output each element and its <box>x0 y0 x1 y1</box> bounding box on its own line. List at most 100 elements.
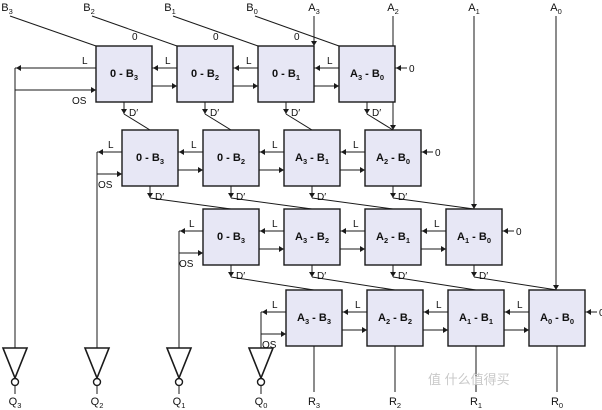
diff-label: D′ <box>479 271 488 282</box>
subtractor-cell <box>364 208 422 266</box>
inverter-bubble-icon <box>10 377 20 387</box>
cell-label: A0 - B0 <box>540 312 574 326</box>
remainder-label: R1 <box>470 396 482 410</box>
cell-label: 0 - B3 <box>136 152 164 166</box>
diff-arrow <box>228 272 234 277</box>
os-label: OS <box>72 96 87 107</box>
borrow-arrow <box>424 309 429 315</box>
zero-label: 0 <box>294 32 300 43</box>
diff-label: D′ <box>291 108 300 119</box>
select-arrow <box>334 83 339 89</box>
borrow-arrow <box>343 309 348 315</box>
watermark-text: 值 什么值得买 <box>428 372 510 387</box>
borrow-out-arrow <box>262 309 267 315</box>
a-input-arrow <box>471 204 477 209</box>
cell-label: 0 - B2 <box>217 152 245 166</box>
borrow-arrow <box>153 65 158 71</box>
cell-label: 0 - B3 <box>110 68 138 82</box>
buffer-layer <box>1 347 275 387</box>
select-arrow <box>362 327 367 333</box>
borrow-arrow <box>315 65 320 71</box>
borrow-label: L <box>108 140 114 151</box>
borrow-label: L <box>191 140 197 151</box>
inverter-buffer-icon <box>165 347 193 381</box>
top-input-label: A0 <box>550 2 562 16</box>
inverter-buffer-icon <box>247 347 275 381</box>
os-arrow <box>281 331 286 337</box>
top-input-label: B2 <box>83 2 95 16</box>
diff-label: D′ <box>398 192 407 203</box>
subtractor-cell <box>447 289 505 347</box>
subtractor-cell <box>528 289 586 347</box>
borrow-arrow <box>341 228 346 234</box>
os-arrow <box>198 250 203 256</box>
diff-label: D′ <box>317 271 326 282</box>
borrow-label: L <box>246 56 252 67</box>
borrow-label: L <box>434 219 440 230</box>
borrow-arrow <box>341 149 346 155</box>
diff-arrow <box>228 193 234 198</box>
diff-arrow <box>390 193 396 198</box>
diff-label: D′ <box>236 271 245 282</box>
zero-arrow <box>422 149 427 155</box>
diff-wire-diag <box>230 276 315 291</box>
subtractor-cell <box>445 208 503 266</box>
subtractor-cell <box>95 45 153 103</box>
borrow-arrow <box>505 309 510 315</box>
cell-label: 0 - B2 <box>191 68 219 82</box>
cell-label: A1 - B0 <box>457 231 491 245</box>
diff-label: D′ <box>398 271 407 282</box>
cell-label: A3 - B3 <box>297 312 331 326</box>
cell-label: A3 - B0 <box>350 68 384 82</box>
borrow-label: L <box>272 300 278 311</box>
zero-label: 0 <box>435 148 441 159</box>
diff-label: D′ <box>210 108 219 119</box>
zero-label: 0 <box>409 64 415 75</box>
borrow-label: L <box>82 56 88 67</box>
subtractor-cell <box>283 208 341 266</box>
diff-wire-diag <box>311 197 394 210</box>
inverter-bubble-icon <box>92 377 102 387</box>
top-input-label: B0 <box>246 2 258 16</box>
diff-label: D′ <box>372 108 381 119</box>
subtractor-cell <box>176 45 234 103</box>
subtractor-cell <box>257 45 315 103</box>
top-input-label: A1 <box>468 2 480 16</box>
cell-layer: 0 - B3 0 - B2 0 - B1 A3 - B0 0 - B3 0 - B2 A3 … <box>95 45 586 347</box>
quotient-label: Q0 <box>255 396 268 410</box>
cell-label: A2 - B0 <box>376 152 410 166</box>
a-input-arrow <box>390 125 396 130</box>
zero-arrow <box>586 309 591 315</box>
subtractor-cell <box>364 129 422 187</box>
wire-layer <box>9 15 597 394</box>
quotient-label: Q3 <box>9 396 22 410</box>
inverter-bubble-icon <box>174 377 184 387</box>
cell-label: 0 - B1 <box>272 68 300 82</box>
diff-wire-diag <box>366 113 394 131</box>
borrow-arrow <box>260 228 265 234</box>
b-input-wire <box>9 15 97 47</box>
diff-arrow <box>309 272 315 277</box>
borrow-label: L <box>272 140 278 151</box>
borrow-arrow <box>234 65 239 71</box>
subtractor-cell <box>202 208 260 266</box>
borrow-arrow <box>179 149 184 155</box>
select-arrow <box>172 83 177 89</box>
cell-label: A3 - B1 <box>295 152 329 166</box>
top-input-label: A2 <box>387 2 399 16</box>
diff-arrow <box>283 109 289 114</box>
diff-wire-diag <box>204 113 232 131</box>
top-input-label: B1 <box>164 2 176 16</box>
subtractor-cell <box>283 129 341 187</box>
borrow-label: L <box>189 219 195 230</box>
subtractor-cell <box>285 289 343 347</box>
select-arrow <box>441 246 446 252</box>
borrow-out-arrow <box>98 149 103 155</box>
os-label: OS <box>262 340 277 351</box>
quotient-label: Q1 <box>173 396 186 410</box>
select-arrow <box>198 167 203 173</box>
diff-wire-diag <box>149 197 232 210</box>
cell-label: A2 - B1 <box>376 231 410 245</box>
diff-label: D′ <box>155 192 164 203</box>
